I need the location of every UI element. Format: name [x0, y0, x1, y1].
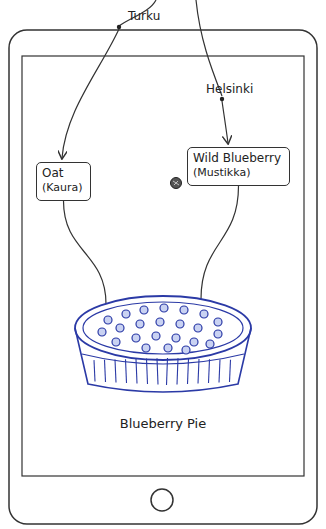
- origin-arrow: [222, 101, 228, 143]
- ingredient-connector: [201, 186, 239, 299]
- finnish-name: (Kaura): [42, 181, 85, 195]
- blueberry-icon: [173, 181, 179, 185]
- pie-illustration: Blueberry Pie: [68, 288, 258, 438]
- origin-arrow: [62, 29, 119, 158]
- ingredient-connector: [64, 201, 107, 304]
- ingredient-name: Oat: [42, 166, 85, 181]
- phone-body: [9, 30, 317, 524]
- ingredient-box: Wild Blueberry(Mustikka): [187, 147, 290, 186]
- place-label: Turku: [128, 9, 160, 23]
- home-button: [151, 489, 173, 511]
- map-wire: [196, 0, 222, 96]
- place-label: Helsinki: [206, 82, 253, 96]
- finnish-name: (Mustikka): [193, 166, 284, 180]
- ingredient-box: Oat(Kaura): [36, 162, 91, 201]
- pie-drawing: [68, 288, 258, 400]
- location-dot: [220, 97, 224, 101]
- phone-screen: [22, 56, 304, 476]
- dish-name: Blueberry Pie: [68, 416, 258, 432]
- location-dot: [117, 25, 121, 29]
- ingredient-name: Wild Blueberry: [193, 151, 284, 166]
- blueberry-icon: [171, 178, 182, 189]
